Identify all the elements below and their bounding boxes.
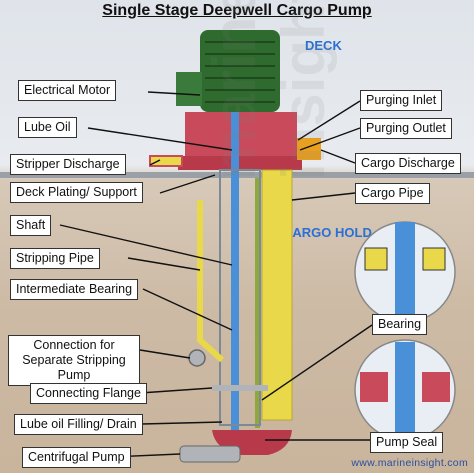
cargo-hold-zone-label: CARGO HOLD [283,225,372,240]
stripping-pipe [255,178,260,428]
label-cargo-discharge: Cargo Discharge [355,153,461,174]
cargo-pipe [261,169,293,421]
label-deck-plating-support: Deck Plating/ Support [10,182,143,203]
label-shaft: Shaft [10,215,52,236]
stripping-connection-flange [188,349,206,367]
footer-url: www.marineinsight.com [351,457,468,469]
pump-shaft [231,112,239,432]
connecting-flange [212,385,268,391]
pump-head [185,112,297,160]
label-separate-stripping-connection: Connection for Separate Stripping Pump [8,335,140,386]
label-purging-outlet: Purging Outlet [360,118,452,139]
label-cargo-pipe: Cargo Pipe [355,183,430,204]
label-pump-seal: Pump Seal [370,432,444,453]
watermark: marine insight [201,0,337,180]
label-stripping-pipe: Stripping Pipe [10,248,100,269]
label-bearing: Bearing [372,314,428,335]
label-intermediate-bearing: Intermediate Bearing [10,279,139,300]
pump-suction [179,445,241,463]
motor-terminal-box [176,72,202,106]
diagram-title: Single Stage Deepwell Cargo Pump [102,2,372,19]
stripper-discharge-outlet [149,155,183,167]
motor-body [200,30,280,112]
deck-zone-label: DECK [305,38,342,53]
cargo-discharge-outlet [297,138,321,160]
label-electrical-motor: Electrical Motor [18,80,117,101]
label-lube-oil-filling-drain: Lube oil Filling/ Drain [14,414,143,435]
label-centrifugal-pump: Centrifugal Pump [22,447,131,468]
pump-head-flange [178,156,302,170]
separate-stripping-line [197,200,225,363]
label-stripper-discharge: Stripper Discharge [10,154,126,175]
pump-column [219,169,261,426]
label-lube-oil: Lube Oil [18,117,77,138]
label-connecting-flange: Connecting Flange [30,383,147,404]
label-purging-inlet: Purging Inlet [360,90,443,111]
